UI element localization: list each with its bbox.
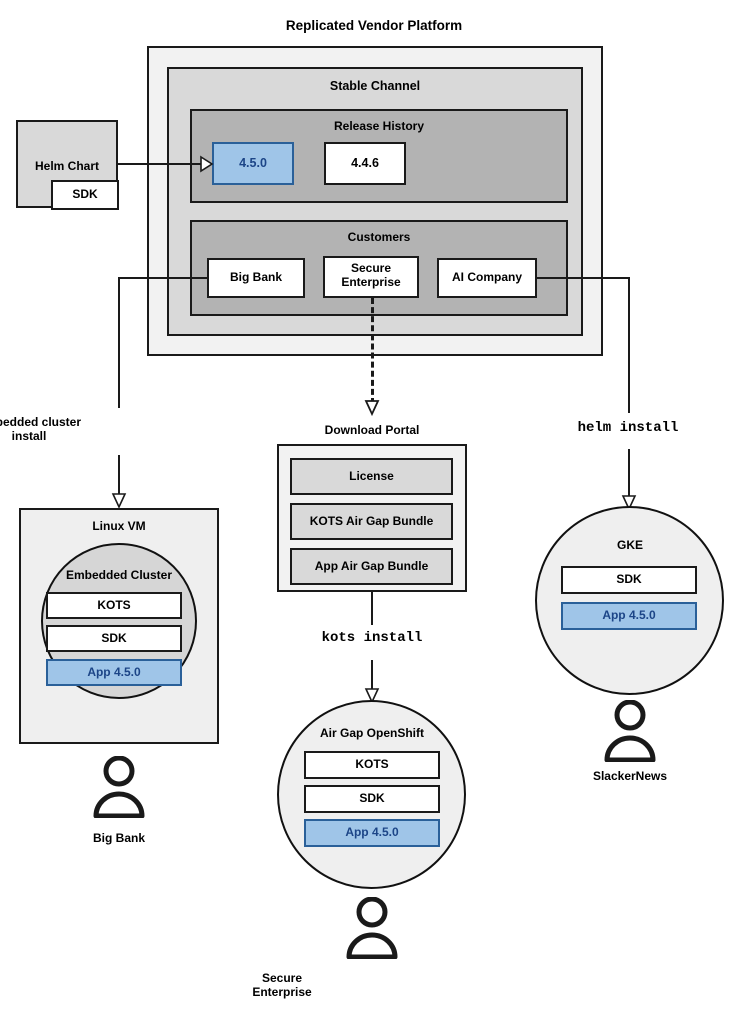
connector-helm-to-release-arrowhead bbox=[200, 155, 214, 173]
embedded-cluster-install-label: Embedded cluster install bbox=[0, 415, 82, 444]
connector-helm-to-release bbox=[118, 163, 204, 165]
connector-gke-arrowhead bbox=[621, 495, 637, 511]
gke-circle bbox=[535, 506, 724, 695]
connector-bigbank-arrowhead bbox=[111, 493, 127, 509]
linux-vm-component-kots-label: KOTS bbox=[97, 598, 131, 612]
download-portal-artifact-kots-airgap-label: KOTS Air Gap Bundle bbox=[309, 514, 434, 528]
release-4-5-0-label: 4.5.0 bbox=[239, 156, 267, 170]
helm-chart-label: Helm Chart bbox=[34, 159, 99, 173]
linux-vm-label: Linux VM bbox=[92, 519, 146, 533]
connector-bigbank-vertical bbox=[118, 277, 120, 408]
connector-aicompany-vertical-2 bbox=[628, 449, 630, 499]
release-4-4-6-label: 4.4.6 bbox=[351, 156, 379, 170]
download-portal-artifact-app-airgap[interactable] bbox=[290, 548, 453, 585]
helm-install-label: helm install bbox=[577, 420, 679, 436]
openshift-component-app[interactable] bbox=[304, 819, 440, 847]
connector-portal-to-kots-install bbox=[371, 592, 373, 625]
person-icon-big-bank bbox=[93, 756, 145, 818]
gke-component-sdk-label: SDK bbox=[616, 572, 642, 586]
customer-ai-company[interactable] bbox=[437, 258, 537, 298]
connector-bigbank-horizontal bbox=[118, 277, 209, 279]
customers-label: Customers bbox=[347, 230, 411, 244]
gke-component-app-label: App 4.5.0 bbox=[602, 608, 656, 622]
connector-aicompany-vertical bbox=[628, 277, 630, 413]
openshift-component-sdk-label: SDK bbox=[359, 791, 385, 805]
connector-openshift-arrowhead bbox=[364, 688, 380, 704]
user-label-slackernews: SlackerNews bbox=[592, 769, 668, 783]
linux-vm-component-app[interactable] bbox=[46, 659, 182, 686]
connector-kots-install-to-openshift bbox=[371, 660, 373, 692]
linux-vm-component-sdk-label: SDK bbox=[101, 631, 127, 645]
embedded-cluster-label: Embedded Cluster bbox=[65, 568, 173, 582]
person-icon-secure-enterprise bbox=[346, 897, 398, 959]
openshift-component-sdk[interactable] bbox=[304, 785, 440, 813]
customer-secure-enterprise[interactable] bbox=[323, 256, 419, 298]
connector-secure-enterprise-dashed bbox=[371, 298, 374, 404]
gke-component-app[interactable] bbox=[561, 602, 697, 630]
openshift-component-kots[interactable] bbox=[304, 751, 440, 779]
user-label-secure-enterprise: Secure Enterprise bbox=[252, 971, 312, 1000]
helm-chart-sdk-box[interactable] bbox=[51, 180, 119, 210]
linux-vm-component-sdk[interactable] bbox=[46, 625, 182, 652]
stable-channel-label: Stable Channel bbox=[329, 79, 421, 93]
download-portal-label: Download Portal bbox=[324, 423, 420, 437]
openshift-component-app-label: App 4.5.0 bbox=[345, 825, 399, 839]
customer-big-bank-label: Big Bank bbox=[229, 270, 282, 284]
openshift-component-kots-label: KOTS bbox=[355, 757, 389, 771]
linux-vm-component-kots[interactable] bbox=[46, 592, 182, 619]
release-4-4-6[interactable] bbox=[324, 142, 406, 185]
air-gap-openshift-label: Air Gap OpenShift bbox=[319, 726, 425, 740]
download-portal-artifact-app-airgap-label: App Air Gap Bundle bbox=[314, 559, 429, 573]
helm-chart-sdk-label: SDK bbox=[72, 187, 98, 201]
kots-install-label: kots install bbox=[321, 630, 423, 646]
connector-download-portal-arrowhead bbox=[364, 400, 380, 417]
connector-aicompany-horizontal bbox=[535, 277, 630, 279]
user-label-big-bank: Big Bank bbox=[92, 831, 146, 845]
download-portal-artifact-license[interactable] bbox=[290, 458, 453, 495]
customer-ai-company-label: AI Company bbox=[451, 270, 522, 284]
diagram-title: Replicated Vendor Platform bbox=[285, 18, 463, 33]
release-history-label: Release History bbox=[333, 119, 425, 133]
gke-component-sdk[interactable] bbox=[561, 566, 697, 594]
download-portal-artifact-license-label: License bbox=[349, 469, 394, 483]
gke-label: GKE bbox=[616, 538, 644, 552]
release-4-5-0[interactable] bbox=[212, 142, 294, 185]
customer-secure-enterprise-label: Secure Enterprise bbox=[341, 261, 401, 290]
download-portal-artifact-kots-airgap[interactable] bbox=[290, 503, 453, 540]
person-icon-slackernews bbox=[604, 700, 656, 762]
connector-bigbank-vertical-2 bbox=[118, 455, 120, 498]
linux-vm-component-app-label: App 4.5.0 bbox=[87, 665, 141, 679]
